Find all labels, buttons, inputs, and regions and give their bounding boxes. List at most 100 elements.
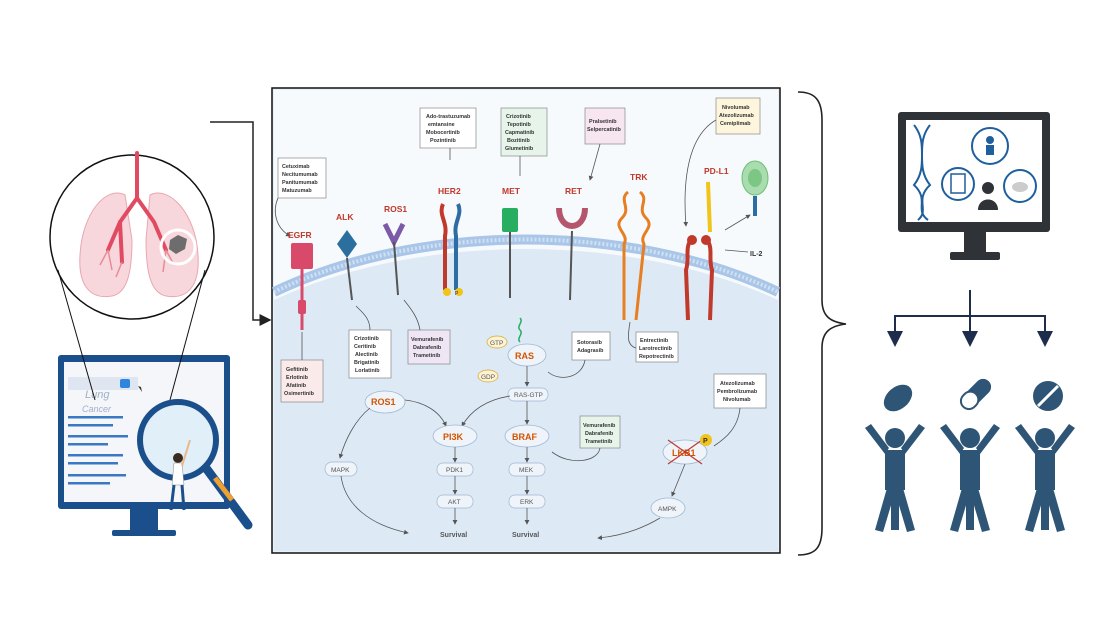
drug-box-her2: Ado-trastuzumab emtansine Mobocertinib P… [419,107,477,149]
patients [865,424,1075,532]
drug-ret-0: Pralsetinib [589,119,617,125]
label-pdk1: PDK1 [446,467,463,474]
drug-egfr-ab-0: Cetuximab [282,164,310,170]
drug-ros1-1: Dabrafenib [413,345,442,351]
clipboard-icon [950,173,966,194]
drug-met-3: Bozitinib [507,138,530,144]
label-mapk: MAPK [331,467,350,474]
label-pi3k: PI3K [443,432,464,442]
drug-pdl1-2: Cemiplimab [720,121,751,127]
patient-3-icon [1015,424,1075,532]
label-survival-1: Survival [440,532,467,539]
label-ros1-node: ROS1 [371,397,396,407]
drug-lkb1-0: Atezolizumab [720,381,755,387]
lkb1-cross-b [667,439,703,465]
il2-line [724,249,749,253]
dna-icon [912,124,932,221]
label-ret: RET [565,186,583,196]
arrow-mapk-survival [340,475,409,535]
drug-alk-0: Crizotinib [354,336,380,342]
monitor-base [112,530,176,536]
drug-box-met: Crizotinib Tepotinib Capmatinib Bozitini… [500,107,548,157]
ros1-node [364,390,406,414]
search-text: Lung [85,389,110,401]
pill-capsule-icon [959,378,992,411]
screen-text-lines [68,416,128,485]
drug-egfr-ab-3: Matuzumab [282,188,312,194]
arrow-ret [588,143,601,181]
label-survival-2: Survival [512,532,539,539]
drug-ros1-2: Trametinib [413,353,441,359]
arrow-pdl1 [683,119,717,227]
drug-ret-1: Selpercatinib [587,127,622,133]
label-gdp: GDP [481,374,495,381]
researcher-icon [169,439,191,511]
label-met: MET [502,186,521,196]
label-egfr: EGFR [288,230,312,240]
drug-box-egfr-tki: Gefitinib Erlotinib Afatinib Osimertinib [280,359,324,403]
inhibit-ros1 [403,299,421,331]
receptor-pdl1: PD-L1 [683,166,729,321]
inhibit-trk [627,321,637,349]
inhibit-braf [551,447,601,462]
drug-met-0: Crizotinib [506,114,532,120]
scientist-icon [986,136,994,144]
drug-ros1-0: Vemurafenib [411,337,444,343]
drug-egfr-tki-1: Erlotinib [286,375,309,381]
drug-braf-2: Trametinib [585,439,613,445]
pathway-panel [271,87,781,554]
drug-pdl1-1: Atezolizumab [719,113,754,119]
drug-met-1: Tepotinib [507,122,532,128]
search-icon [120,379,130,388]
patient-1-icon [865,424,925,532]
drug-alk-4: Lorlatinib [355,368,380,374]
arrow-egfr-ab [274,197,291,237]
right-monitor-base [950,252,1000,260]
drug-egfr-tki-3: Osimertinib [284,391,315,397]
drug-ras-1: Adagrasib [577,348,604,354]
drug-box-ras: Sotorasib Adagrasib [571,331,611,361]
label-gtp: GTP [490,340,503,347]
drug-egfr-tki-0: Gefitinib [286,367,309,373]
gdp-node [477,369,499,383]
drug-trk-1: Larotrectinib [639,346,673,352]
label-erk: ERK [520,499,534,506]
drug-alk-1: Ceritinib [354,344,377,350]
label-il2: IL-2 [750,251,763,258]
label-mek: MEK [519,467,534,474]
ampk-node [650,497,686,519]
drug-her2-3: Pozintinib [430,138,456,144]
drug-box-alk: Crizotinib Ceritinib Alectinib Brigatini… [348,329,392,379]
label-braf: BRAF [512,432,537,442]
left-illustration: Lung Cancer [49,151,253,536]
patient-2-icon [940,424,1000,532]
gtp-node [486,335,508,349]
branch-arrows [887,290,1053,347]
search-text-2: Cancer [82,404,112,414]
arrow-lkb1-ampk [671,463,686,497]
drug-lkb1-2: Nivolumab [723,397,751,403]
drug-lkb1-1: Pembrolizumab [717,389,758,395]
label-akt: AKT [448,499,461,506]
drug-box-pdl1: Nivolumab Atezolizumab Cemiplimab [715,97,761,135]
drug-box-ret: Pralsetinib Selpercatinib [584,107,626,145]
t-cell-icon [741,160,769,216]
receptor-alk: ALK [336,212,357,301]
label-ros1: ROS1 [384,204,407,214]
arrow-ros1-pi3k [404,399,447,427]
drug-braf-0: Vemurafenib [583,423,616,429]
label-ras: RAS [515,351,534,361]
drug-braf-1: Dabrafenib [585,431,614,437]
drug-met-2: Capmatinib [505,130,535,136]
lkb1-phospho [700,434,712,446]
drug-trk-0: Entrectinib [640,338,669,344]
drug-met-4: Glumetinib [505,146,534,152]
pill-tablet-icon [1033,381,1063,411]
drug-her2-1: emtansine [428,122,455,128]
drug-egfr-ab-2: Panitumumab [282,180,318,186]
drug-box-egfr-ab: Cetuximab Necitumumab Panitumumab Matuzu… [277,157,327,199]
pills [883,378,1063,412]
receptor-ros1: ROS1 [382,204,407,296]
receptor-egfr: EGFR [288,230,313,330]
ras-wave [518,317,522,343]
